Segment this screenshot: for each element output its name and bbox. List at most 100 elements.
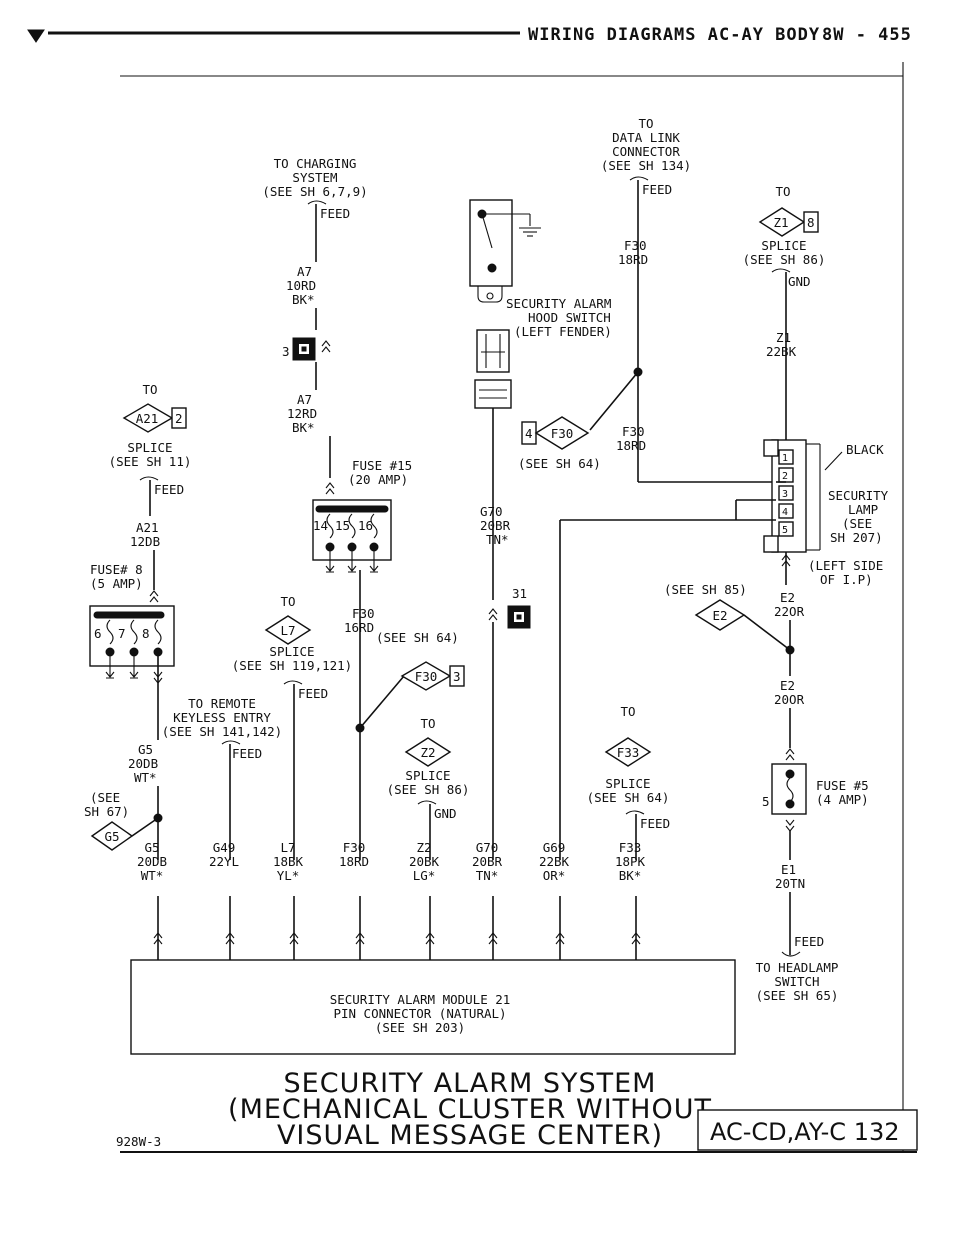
l7-diamond-label: L7: [280, 623, 295, 638]
a7-10rd-2: 10RD: [286, 278, 316, 293]
charging-feed-group: TO CHARGING SYSTEM (SEE SH 6,7,9) FEED A…: [262, 156, 368, 495]
z1-pin-box: [803, 211, 819, 233]
conn31-group: 31: [488, 520, 561, 860]
a21-pin: 2: [175, 411, 183, 426]
lamp-pin-5-label: 5: [782, 525, 788, 536]
fuse15-pin-15: 15: [335, 518, 350, 533]
datalink-3: CONNECTOR: [612, 144, 680, 159]
a7-12rd-1: A7: [297, 392, 312, 407]
module-wire-label: 18PK: [615, 854, 646, 869]
lamp-loc-1: (LEFT SIDE: [808, 558, 883, 573]
f33-splice-2: (SEE SH 64): [587, 790, 670, 805]
fuse8-pin-8: 8: [142, 626, 150, 641]
charging-feed-label: FEED: [320, 206, 350, 221]
header-page: 8W - 455: [822, 25, 912, 45]
conn3-label: 3: [282, 344, 290, 359]
f30-pin3: 3: [453, 669, 461, 684]
charging-label-2: SYSTEM: [292, 170, 337, 185]
l7-diamond: [264, 615, 312, 645]
lamp-label-1: SECURITY: [828, 488, 889, 503]
lamp-pin-4: [778, 503, 794, 519]
fuse8-pin-6: 6: [94, 626, 102, 641]
e1-20tn-1: E1: [781, 862, 796, 877]
z1-gnd: GND: [788, 274, 811, 289]
conn31-label: 31: [512, 586, 527, 601]
z2-group: TO Z2 SPLICE (SEE SH 86) GND: [387, 716, 470, 860]
see-sh-64: (SEE SH 64): [518, 456, 601, 471]
f30-pin3-box: [449, 665, 465, 687]
a21-pin-box: [171, 407, 187, 429]
fuse15-label-2: (20 AMP): [348, 472, 408, 487]
f33-to: TO: [620, 704, 635, 719]
charging-label-1: TO CHARGING: [274, 156, 357, 171]
a7-10rd-1: A7: [297, 264, 312, 279]
footer-ref: AC-CD,AY-C 132: [710, 1118, 900, 1146]
g5-group: G5 20DB WT* (SEE SH 67) G5: [84, 742, 163, 860]
module-wire-label: LG*: [413, 868, 436, 883]
module-wire-label: G49: [213, 840, 236, 855]
f30-mid-1: F30: [622, 424, 645, 439]
a21-feed: FEED: [154, 482, 184, 497]
lamp-pin-3-label: 3: [782, 489, 788, 500]
lamp-label-2: LAMP: [848, 502, 878, 517]
g5-see-1: (SEE: [90, 790, 120, 805]
z1-diamond-label: Z1: [773, 215, 788, 230]
feed-arrow-icon: [221, 740, 241, 745]
z2-splice-2: (SEE SH 86): [387, 782, 470, 797]
fuse5-pin: 5: [762, 794, 770, 809]
e2-22or-1: E2: [780, 590, 795, 605]
lamp-pin-5: [778, 521, 794, 537]
fuse8-chevron-icon: [149, 590, 159, 603]
f30-mid-2: 18RD: [616, 438, 646, 453]
lamp-pin-1-label: 1: [782, 453, 788, 464]
module-wire-label: 18RD: [339, 854, 369, 869]
f33-group: TO F33 SPLICE (SEE SH 64) FEED: [587, 704, 670, 860]
f30-diamond2-label: F30: [415, 669, 438, 684]
module-wire-label: 18BK: [273, 854, 304, 869]
module-wire-label: 22BK: [539, 854, 570, 869]
a21-splice-1: SPLICE: [127, 440, 172, 455]
module-wire-label: G70: [476, 840, 499, 855]
fuse8-label-2: (5 AMP): [90, 576, 143, 591]
wire-chevron-icon: [153, 932, 163, 945]
footer-ref-box: [697, 1109, 918, 1151]
module-wire-label: YL*: [277, 868, 300, 883]
lamp-chevron-icon: [781, 554, 791, 567]
gnd-arrow-icon: [417, 800, 437, 805]
wire-chevron-icon: [631, 932, 641, 945]
module-wire-label: WT*: [141, 868, 164, 883]
fuse5-chevron-icon: [785, 748, 795, 761]
wire-chevron-icon: [555, 932, 565, 945]
feed-arrow-icon: [625, 810, 645, 815]
remote-1: TO REMOTE: [188, 696, 256, 711]
header-title: WIRING DIAGRAMS AC-AY BODY: [528, 25, 820, 45]
datalink-4: (SEE SH 134): [601, 158, 691, 173]
security-lamp-group: TO Z1 8 SPLICE (SEE SH 86) GND Z1 22BK 1…: [560, 184, 889, 1003]
module-wire-label: L7: [280, 840, 295, 855]
module-wire-label: F33: [619, 840, 642, 855]
feed-arrow-icon: [629, 176, 649, 181]
z2-diamond-label: Z2: [420, 745, 435, 760]
a21-12db-1: A21: [136, 520, 159, 535]
feed-arrow-icon: [139, 476, 159, 481]
fuse15-label-1: FUSE #15: [352, 458, 412, 473]
z1-pin: 8: [807, 215, 815, 230]
lamp-label-3: (SEE: [842, 516, 872, 531]
module-wires: G520DBWT*3G4922YL5L718BKYL*7F3018RD9Z220…: [137, 840, 646, 979]
g5-top-2: 20DB: [128, 756, 158, 771]
remote-3: (SEE SH 141,142): [162, 724, 282, 739]
z1-splice-1: SPLICE: [761, 238, 806, 253]
fuse5-label-1: FUSE #5: [816, 778, 869, 793]
module-box: [130, 959, 736, 1055]
f30-diamond: [534, 416, 590, 450]
z2-splice-1: SPLICE: [405, 768, 450, 783]
charging-label-3: (SEE SH 6,7,9): [262, 184, 367, 199]
lamp-pin-2-label: 2: [782, 471, 788, 482]
remote-2: KEYLESS ENTRY: [173, 710, 271, 725]
fuse8-pin-7: 7: [118, 626, 126, 641]
f33-diamond: [604, 737, 652, 767]
headlamp-feed: FEED: [794, 934, 824, 949]
datalink-1: TO: [638, 116, 653, 131]
module-wire-label: 22YL: [209, 854, 239, 869]
lamp-black: BLACK: [846, 442, 884, 457]
